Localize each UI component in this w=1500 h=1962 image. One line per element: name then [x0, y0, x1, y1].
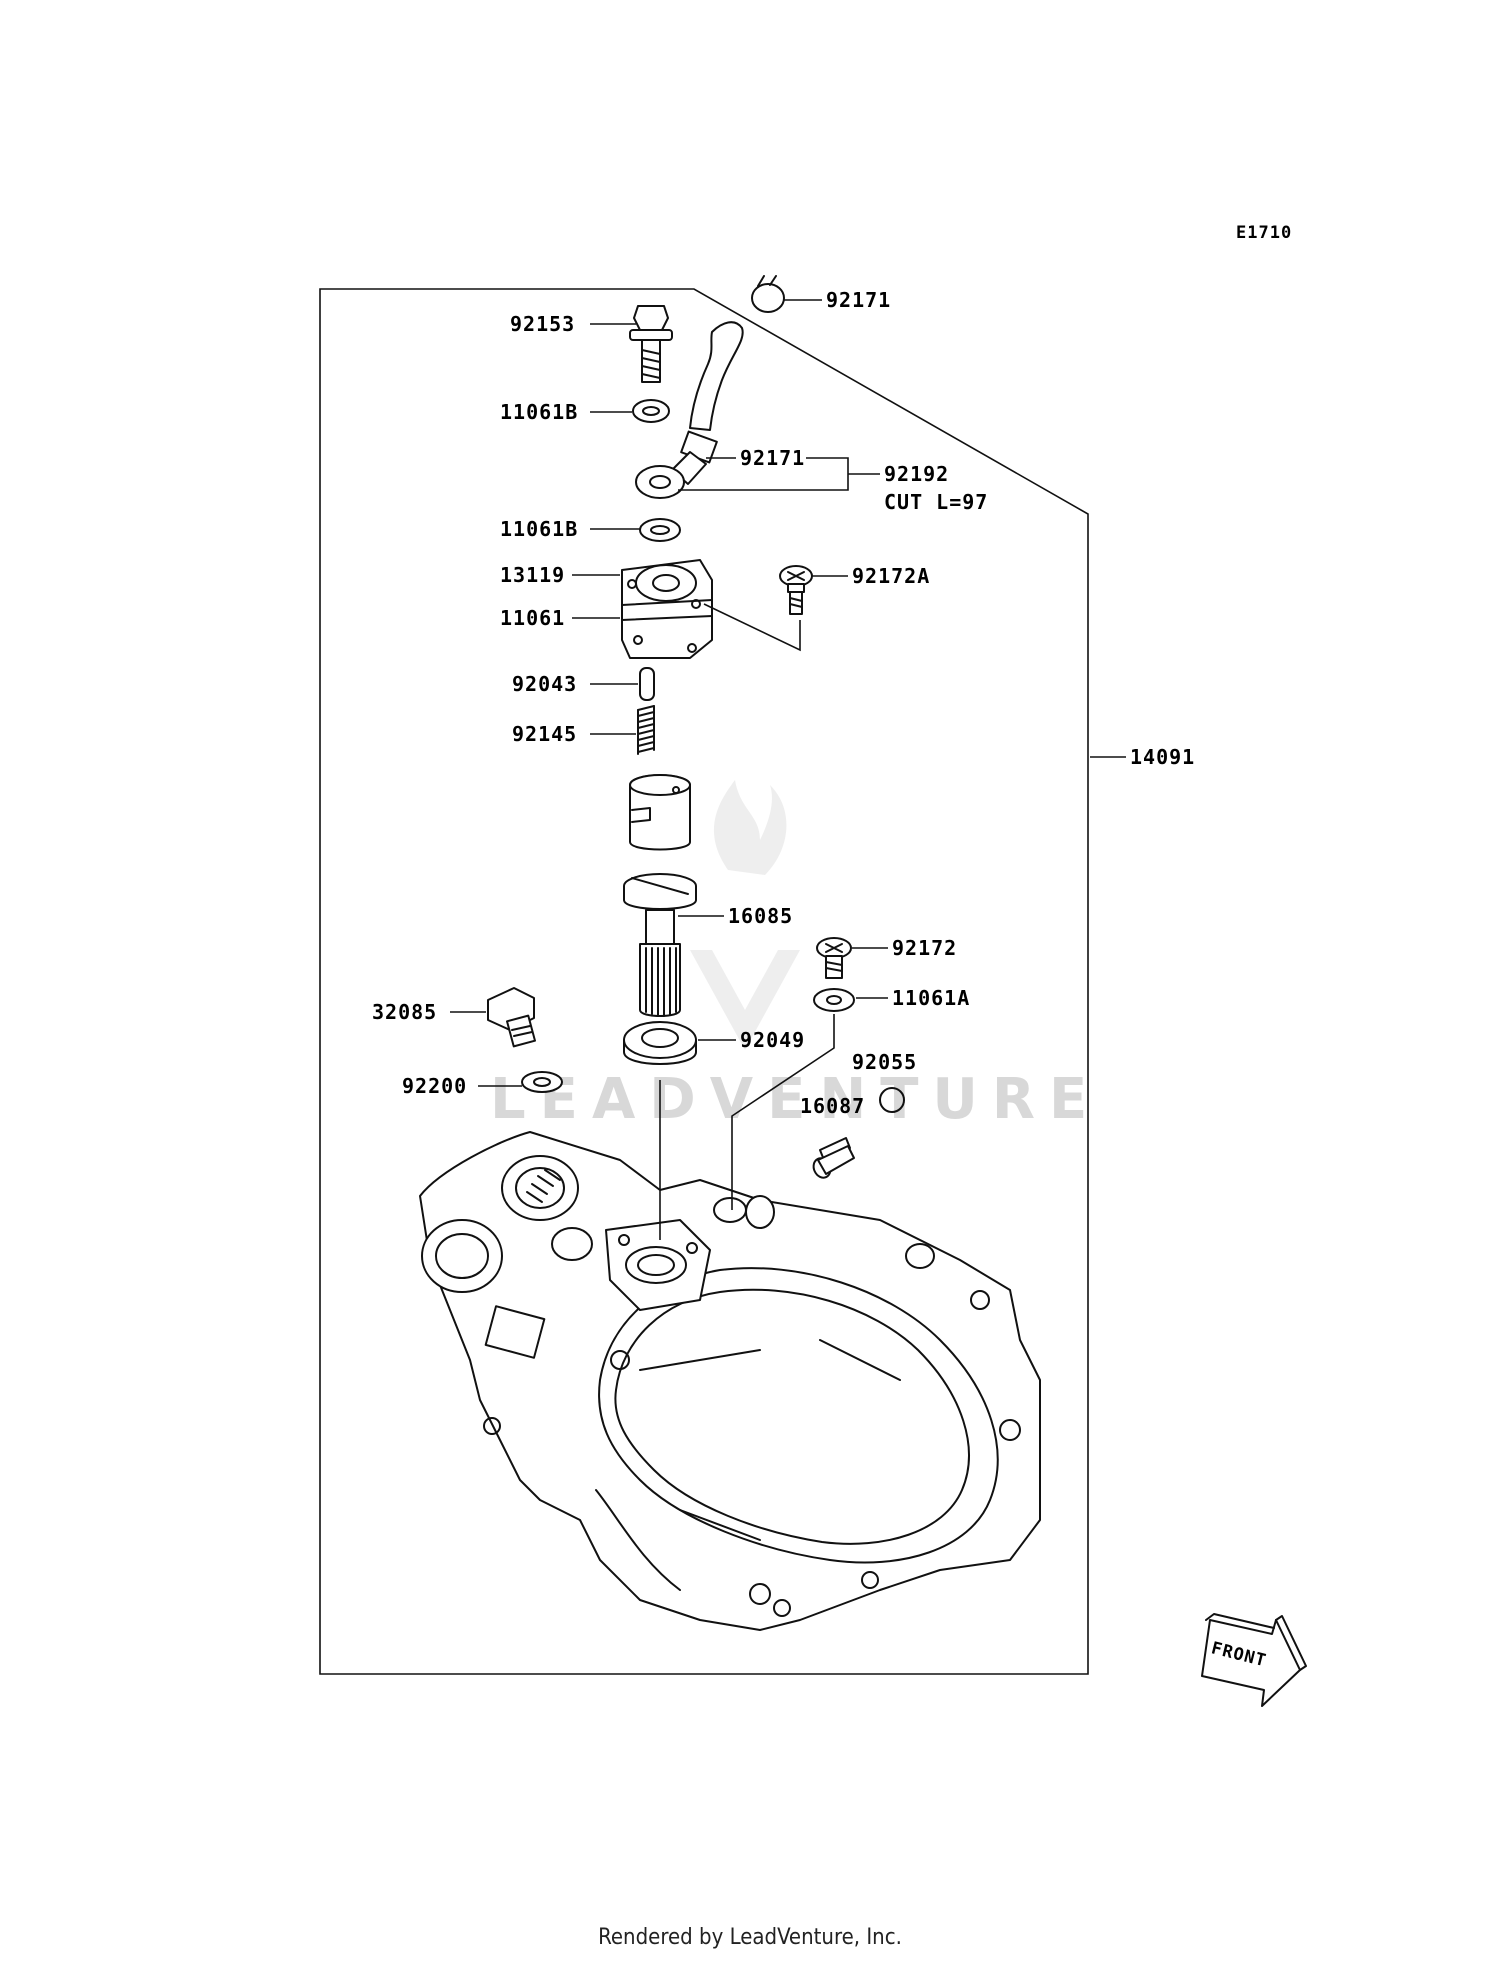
label-92200[interactable]: 92200: [402, 1074, 467, 1098]
part-labels: 92171 92153 11061B 92171 92192 CUT L=97 …: [372, 288, 1195, 1118]
washer-lower-part[interactable]: [639, 518, 681, 542]
label-92153[interactable]: 92153: [510, 312, 575, 336]
pump-shaft-part[interactable]: [623, 873, 697, 1017]
assembly-frame: [319, 288, 1089, 1675]
dowel-part[interactable]: [811, 1137, 855, 1180]
o-ring-part[interactable]: [879, 1087, 905, 1113]
label-92172[interactable]: 92172: [892, 936, 957, 960]
label-11061[interactable]: 11061: [500, 606, 565, 630]
label-92171-mid[interactable]: 92171: [740, 446, 805, 470]
washer-a-part[interactable]: [813, 988, 855, 1012]
label-92145[interactable]: 92145: [512, 722, 577, 746]
oil-hose-part[interactable]: [635, 321, 744, 499]
crankcase-cover-part[interactable]: [419, 1131, 1041, 1631]
label-14091[interactable]: 14091: [1130, 745, 1195, 769]
screw-a-part[interactable]: [779, 565, 813, 615]
label-11061a[interactable]: 11061A: [892, 986, 970, 1010]
gasket-part[interactable]: [521, 1071, 563, 1093]
label-16085[interactable]: 16085: [728, 904, 793, 928]
plunger-part[interactable]: [629, 774, 691, 851]
oil-pump-body-part[interactable]: [621, 559, 713, 659]
label-11061b-lower[interactable]: 11061B: [500, 517, 578, 541]
clamp-top-part[interactable]: [751, 275, 785, 313]
guide-lines: [659, 603, 835, 1240]
diagram-code: E1710: [1236, 223, 1292, 243]
pin-part[interactable]: [639, 667, 655, 701]
label-13119[interactable]: 13119: [500, 563, 565, 587]
banjo-bolt-part[interactable]: [629, 305, 673, 383]
watermark-text: LEADVENTURE: [490, 1067, 1101, 1132]
label-92049[interactable]: 92049: [740, 1028, 805, 1052]
label-92192[interactable]: 92192: [884, 462, 949, 486]
leader-lines: [450, 299, 1126, 1087]
footer-credit: Rendered by LeadVenture, Inc.: [598, 1925, 902, 1950]
label-32085[interactable]: 32085: [372, 1000, 437, 1024]
spring-part[interactable]: [637, 705, 655, 755]
label-16087[interactable]: 16087: [800, 1094, 865, 1118]
watermark-logo: [690, 780, 800, 1050]
screw-part[interactable]: [816, 937, 852, 979]
label-92055[interactable]: 92055: [852, 1050, 917, 1074]
breather-fitting-part[interactable]: [487, 987, 536, 1048]
front-arrow-icon: FRONT: [1201, 1613, 1307, 1707]
label-92192-note: CUT L=97: [884, 490, 988, 514]
label-92171-top[interactable]: 92171: [826, 288, 891, 312]
label-92043[interactable]: 92043: [512, 672, 577, 696]
label-92172a[interactable]: 92172A: [852, 564, 930, 588]
washer-upper-part[interactable]: [632, 399, 670, 423]
oil-seal-part[interactable]: [623, 1021, 697, 1065]
label-11061b-upper[interactable]: 11061B: [500, 400, 578, 424]
